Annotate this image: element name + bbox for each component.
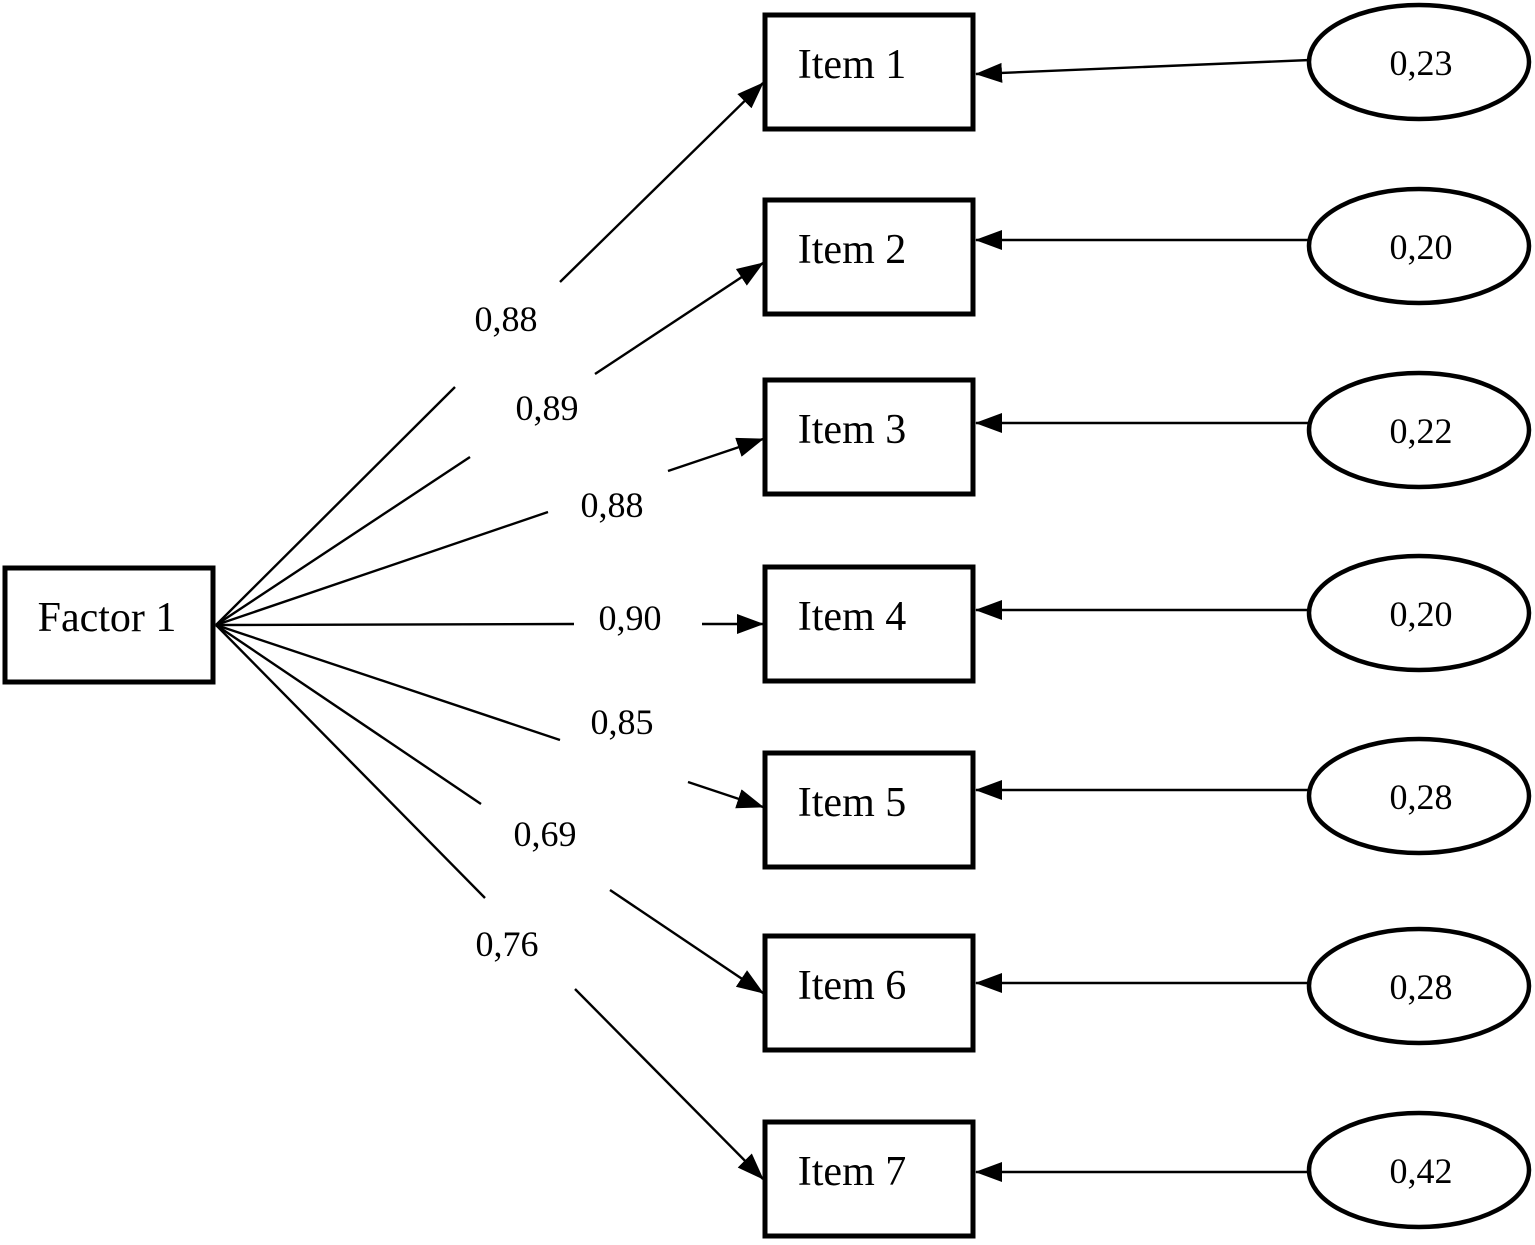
loading-label-5: 0,85: [591, 702, 654, 742]
error-ellipse-5: [1306, 736, 1532, 856]
error-ellipse-1: [1306, 2, 1532, 122]
loading-arrow-5: [687, 780, 764, 809]
loading-arrow-3: [667, 437, 764, 473]
error-arrow-1: [975, 58, 1311, 83]
loading-arrow-6: [609, 889, 764, 994]
item-box-2: [762, 197, 976, 317]
error-ellipse-3: [1306, 370, 1532, 490]
item-box-4: [762, 564, 976, 684]
item-box-1: [762, 12, 976, 132]
error-ellipse-2: [1306, 186, 1532, 306]
loading-paths: [215, 82, 764, 1180]
loading-label-6: 0,69: [514, 814, 577, 854]
error-ellipse-6: [1306, 926, 1532, 1046]
loading-label-7: 0,76: [476, 924, 539, 964]
error-ellipse-4: [1306, 553, 1532, 673]
error-label-2: 0,20: [1390, 227, 1453, 267]
error-label-1: 0,23: [1390, 43, 1453, 83]
item-box-7: [762, 1119, 976, 1239]
loading-arrow-5-segment: [215, 623, 561, 742]
factor-box: [2, 565, 216, 685]
error-label-7: 0,42: [1390, 1151, 1453, 1191]
loading-label-1: 0,88: [475, 299, 538, 339]
item-label-4: Item 4: [798, 594, 906, 640]
loading-labels: 0,88 0,89 0,88 0,90 0,85 0,69 0,76: [475, 299, 662, 964]
error-label-5: 0,28: [1390, 777, 1453, 817]
loading-label-4: 0,90: [599, 598, 662, 638]
loading-arrow-4-segment: [215, 622, 575, 627]
loading-arrow-2: [594, 261, 764, 376]
loading-arrow-7: [574, 988, 764, 1180]
error-label-6: 0,28: [1390, 967, 1453, 1007]
error-nodes: 0,23 0,20 0,22 0,20 0,28 0,28 0,42: [1306, 2, 1532, 1230]
factor-label: Factor 1: [38, 595, 177, 641]
item-box-5: [762, 750, 976, 870]
loading-arrow-2-segment: [215, 455, 471, 627]
item-nodes: Item 1 Item 2 Item 3 Item 4 Item 5 Item …: [762, 12, 976, 1239]
item-box-6: [762, 933, 976, 1053]
loading-label-3: 0,88: [581, 485, 644, 525]
loading-arrow-3-segment: [215, 510, 549, 627]
item-label-1: Item 1: [798, 42, 906, 88]
loading-arrow-1: [559, 82, 764, 283]
loading-arrow-6-segment: [215, 624, 482, 805]
factor-node: Factor 1: [2, 565, 216, 685]
error-paths: [975, 58, 1311, 1182]
error-label-4: 0,20: [1390, 594, 1453, 634]
item-label-5: Item 5: [798, 780, 906, 826]
item-label-3: Item 3: [798, 407, 906, 453]
loading-label-2: 0,89: [516, 388, 579, 428]
loading-arrow-7-segment: [215, 624, 486, 899]
loading-arrow-1-segment: [215, 386, 456, 626]
item-box-3: [762, 377, 976, 497]
error-ellipse-7: [1306, 1110, 1532, 1230]
item-label-6: Item 6: [798, 963, 906, 1009]
item-label-2: Item 2: [798, 227, 906, 273]
item-label-7: Item 7: [798, 1149, 906, 1195]
error-label-3: 0,22: [1390, 411, 1453, 451]
